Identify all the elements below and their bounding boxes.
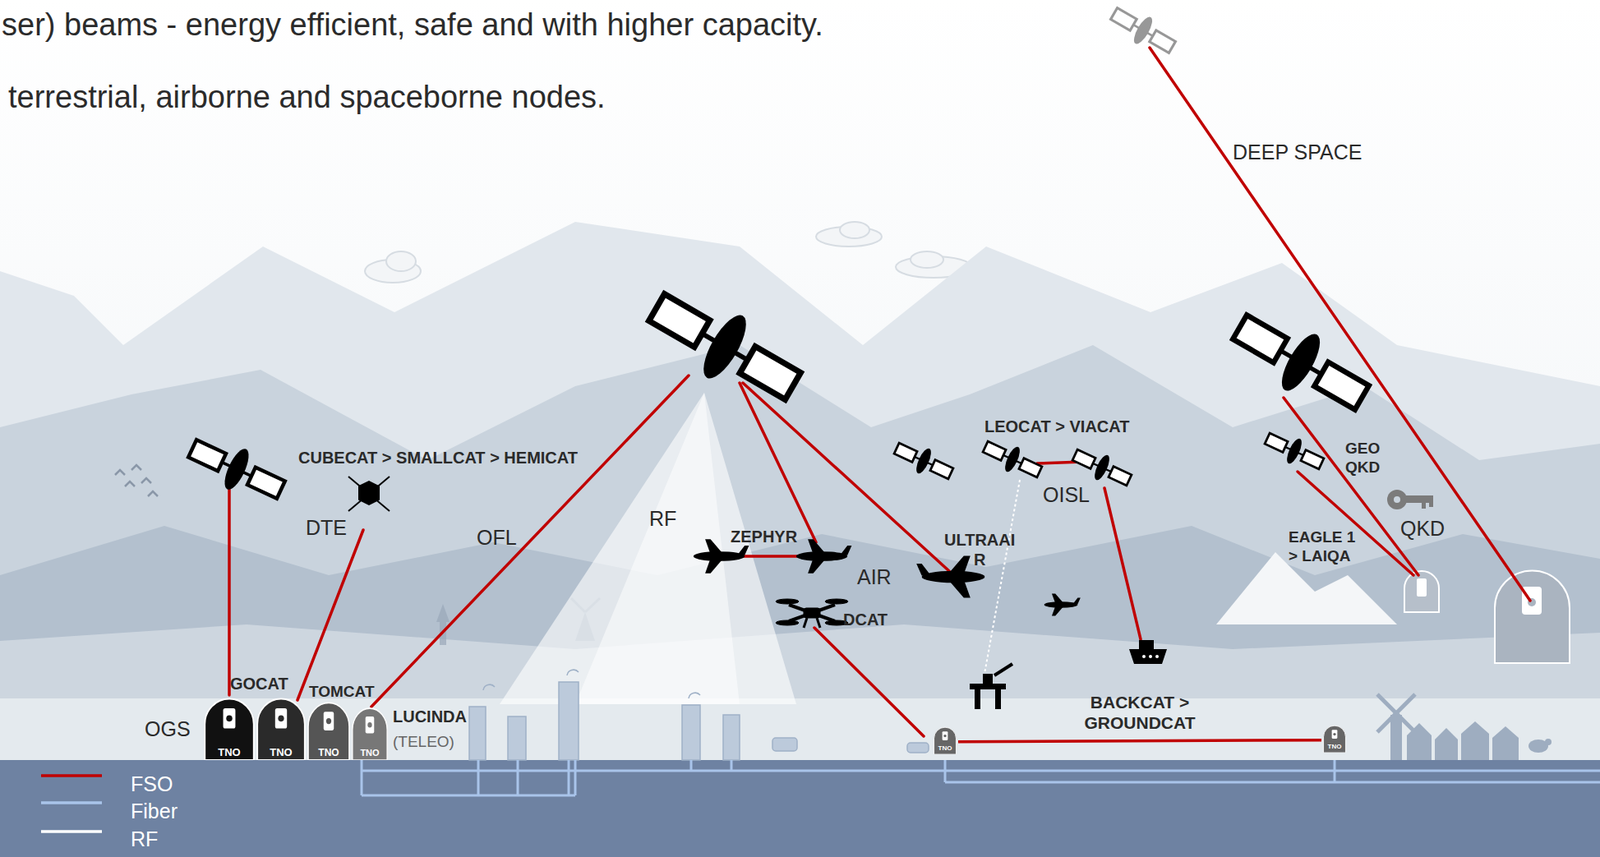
terminal-name: DCAT — [843, 609, 888, 630]
link-label: QKD — [1400, 516, 1445, 541]
fso-links — [229, 47, 1531, 737]
oil-platform — [969, 663, 1013, 710]
village — [1377, 694, 1552, 761]
ship — [1129, 640, 1167, 664]
station-logo: TNO — [256, 746, 306, 758]
terminal-name: GEO QKD — [1345, 439, 1380, 478]
station-label: OGS — [144, 716, 191, 742]
terminal-name: LUCINDA — [392, 706, 467, 727]
station-logo: TNO — [933, 745, 957, 752]
ground-station: TNO — [351, 706, 388, 761]
legend-text: FSO — [130, 771, 173, 797]
ground-station: TNO — [1323, 724, 1347, 753]
station-logo: TNO — [1323, 743, 1347, 751]
terminal-name: TOMCAT — [308, 682, 375, 702]
intro-text: ser) beams - energy efficient, safe and … — [1, 6, 824, 45]
terminal-name: CUBECAT > SMALLCAT > HEMICAT — [298, 447, 578, 468]
terminal-name: ZEPHYR — [730, 526, 798, 547]
ground-station: TNO — [256, 696, 306, 761]
rf-link — [984, 479, 1020, 674]
link-label: RF — [649, 506, 677, 531]
intro-text: terrestrial, airborne and spaceborne nod… — [8, 78, 606, 117]
hill-domes — [1404, 571, 1570, 664]
terminal-name: EAGLE 1 > LAIQA — [1288, 528, 1361, 567]
drone — [775, 599, 849, 628]
station-logo: TNO — [351, 748, 388, 758]
ground-station: TNO — [203, 696, 255, 761]
ground-station: TNO — [307, 700, 351, 761]
terminal-name: ULTRAAI R — [944, 530, 1015, 570]
link-label: OISL — [1042, 482, 1090, 508]
aircraft — [693, 539, 1081, 616]
terminal-name: GOCAT — [230, 673, 289, 694]
ground-station: TNO — [933, 726, 957, 755]
buildings — [469, 669, 929, 761]
legend-text: Fiber — [130, 798, 178, 824]
rf-beam — [499, 392, 797, 705]
station-logo: TNO — [203, 746, 255, 758]
station-logo: TNO — [307, 747, 351, 758]
legend-text: RF — [130, 826, 158, 852]
terminal-name: BACKCAT > GROUNDCAT — [1078, 691, 1202, 734]
link-label: OFL — [476, 525, 517, 550]
link-label: AIR — [857, 564, 892, 590]
fso-link — [958, 740, 1322, 743]
mountains — [0, 221, 1600, 857]
satellites — [183, 0, 1379, 510]
birds — [115, 465, 158, 497]
link-label: DEEP SPACE — [1232, 139, 1362, 165]
legend-samples — [41, 775, 102, 832]
terminal-name: LEOCAT > VIACAT — [984, 416, 1130, 437]
link-label: DTE — [305, 515, 347, 540]
fiber-network — [361, 760, 1600, 796]
terminal-note: (TELEO) — [392, 733, 455, 752]
cubesat — [348, 476, 390, 512]
key — [1387, 489, 1434, 510]
